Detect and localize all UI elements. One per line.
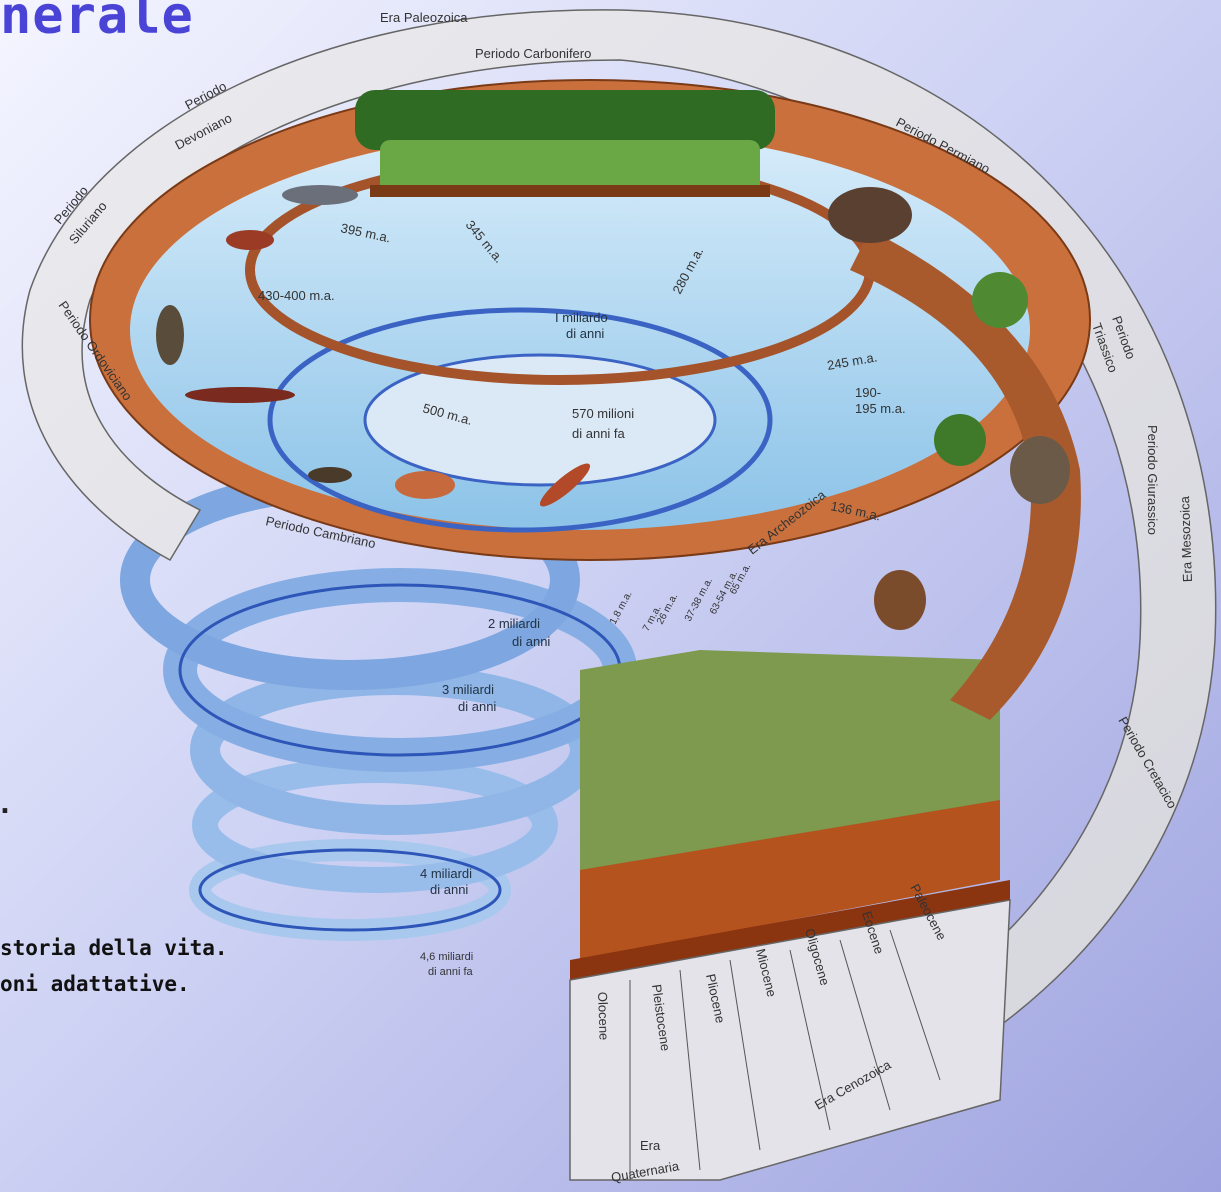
- era-mesozoica-label: Era Mesozoica: [1177, 495, 1195, 582]
- period-giurassico-label: Periodo Giurassico: [1145, 425, 1160, 535]
- spiral-4-billion-label-1: 4 miliardi: [420, 866, 472, 881]
- spiral-570-label-1: 570 milioni: [572, 406, 634, 421]
- era-paleozoica-label: Era Paleozoica: [380, 10, 468, 25]
- spiral-4-6-billion-label-1: 4,6 miliardi: [420, 951, 473, 963]
- age-430-label: 430-400 m.a.: [258, 288, 335, 303]
- carboniferous-forest: [355, 90, 775, 197]
- spiral-1-billion-label-2: di anni: [566, 326, 604, 341]
- spiral-4-billion-label-2: di anni: [430, 882, 468, 897]
- spiral-3-billion-label-2: di anni: [458, 699, 496, 714]
- spiral-570-label-2: di anni fa: [572, 426, 626, 441]
- epoch-olocene-label: Olocene: [595, 992, 612, 1041]
- spiral-2-billion-label-2: di anni: [512, 634, 550, 649]
- era-quaternaria-label-1: Era: [640, 1138, 661, 1153]
- age-37-label: 37-38 m.a.: [683, 576, 715, 623]
- spiral-3-billion-label-1: 3 miliardi: [442, 682, 494, 697]
- period-carbonifero-label: Periodo Carbonifero: [475, 46, 591, 61]
- spiral-1-billion-label-1: I miliardo: [555, 310, 608, 325]
- age-18-label: 1,8 m.a.: [608, 589, 635, 626]
- age-190-label: 190-: [855, 385, 881, 400]
- spiral-2-billion-label-1: 2 miliardi: [488, 616, 540, 631]
- age-195-label: 195 m.a.: [855, 401, 906, 416]
- cenozoic-block: [570, 650, 1010, 1180]
- spiral-4-6-billion-label-2: di anni fa: [428, 966, 474, 978]
